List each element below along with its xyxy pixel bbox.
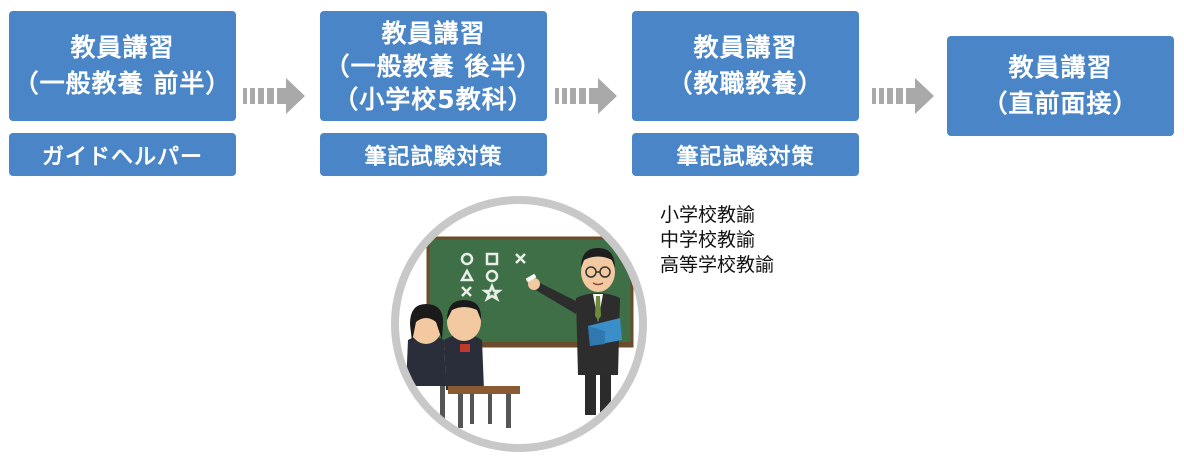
arrow-right-icon [243,78,305,114]
step-4-title: 教員講習 [1008,53,1113,82]
arrow-right-icon [555,78,617,114]
students-figure-icon [402,300,520,428]
step-1-title: 教員講習 [70,33,175,62]
chalk-symbols-icon [459,252,526,302]
step-4-box: 教員講習 （直前面接） [947,36,1174,136]
classroom-illustration [391,196,647,452]
step-2-subtitle: （一般教養 後半） [324,51,543,81]
step-2-title: 教員講習 [381,18,486,48]
arrow-right-icon [872,78,934,114]
step-4-subtitle: （直前面接） [982,89,1139,118]
step-1-tag: ガイドヘルパー [9,133,236,176]
step-1-subtitle: （一般教養 前半） [13,69,232,98]
step-2-tag: 筆記試験対策 [320,133,547,176]
qualification-item: 中学校教諭 [660,229,756,251]
qualifications-list: 小学校教諭 中学校教諭 高等学校教諭 [660,203,774,278]
step-3-title: 教員講習 [693,33,798,62]
step-3-subtitle: （教職教養） [667,69,824,98]
qualification-item: 高等学校教諭 [660,254,775,276]
step-2-box: 教員講習 （一般教養 後半） （小学校5教科） [320,11,547,121]
qualification-item: 小学校教諭 [660,204,756,226]
step-3-tag: 筆記試験対策 [632,133,859,176]
step-3-box: 教員講習 （教職教養） [632,11,859,121]
teacher-figure-icon [525,248,622,415]
step-2-subtitle-2: （小学校5教科） [333,84,534,114]
step-1-box: 教員講習 （一般教養 前半） [9,11,236,121]
